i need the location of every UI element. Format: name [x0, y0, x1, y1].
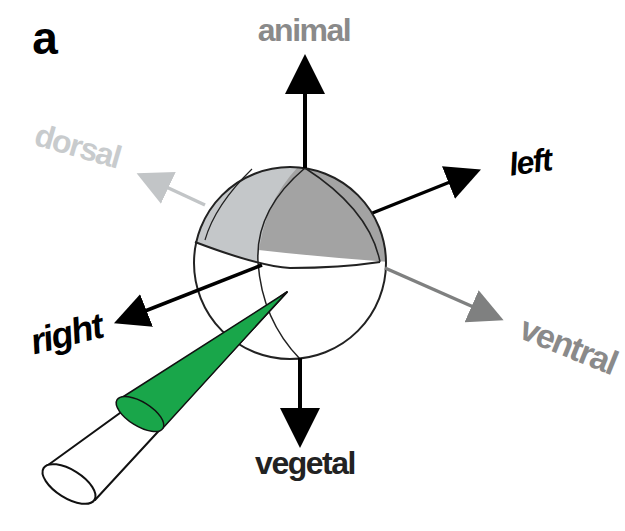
axis-arrow [385, 268, 478, 309]
axis-arrow [360, 180, 455, 218]
panel-letter: a [32, 15, 58, 61]
axis-arrow [140, 265, 262, 313]
axis-arrow [162, 185, 205, 205]
axis-label: left [507, 143, 553, 181]
axis-arrow [303, 86, 307, 168]
axis-label: vegetal [255, 447, 355, 479]
axis-label: animal [258, 14, 350, 46]
axis-label: right [26, 308, 105, 360]
axis-arrow [298, 358, 302, 416]
axis-label: ventral [515, 310, 621, 379]
axis-label: dorsal [32, 119, 124, 174]
